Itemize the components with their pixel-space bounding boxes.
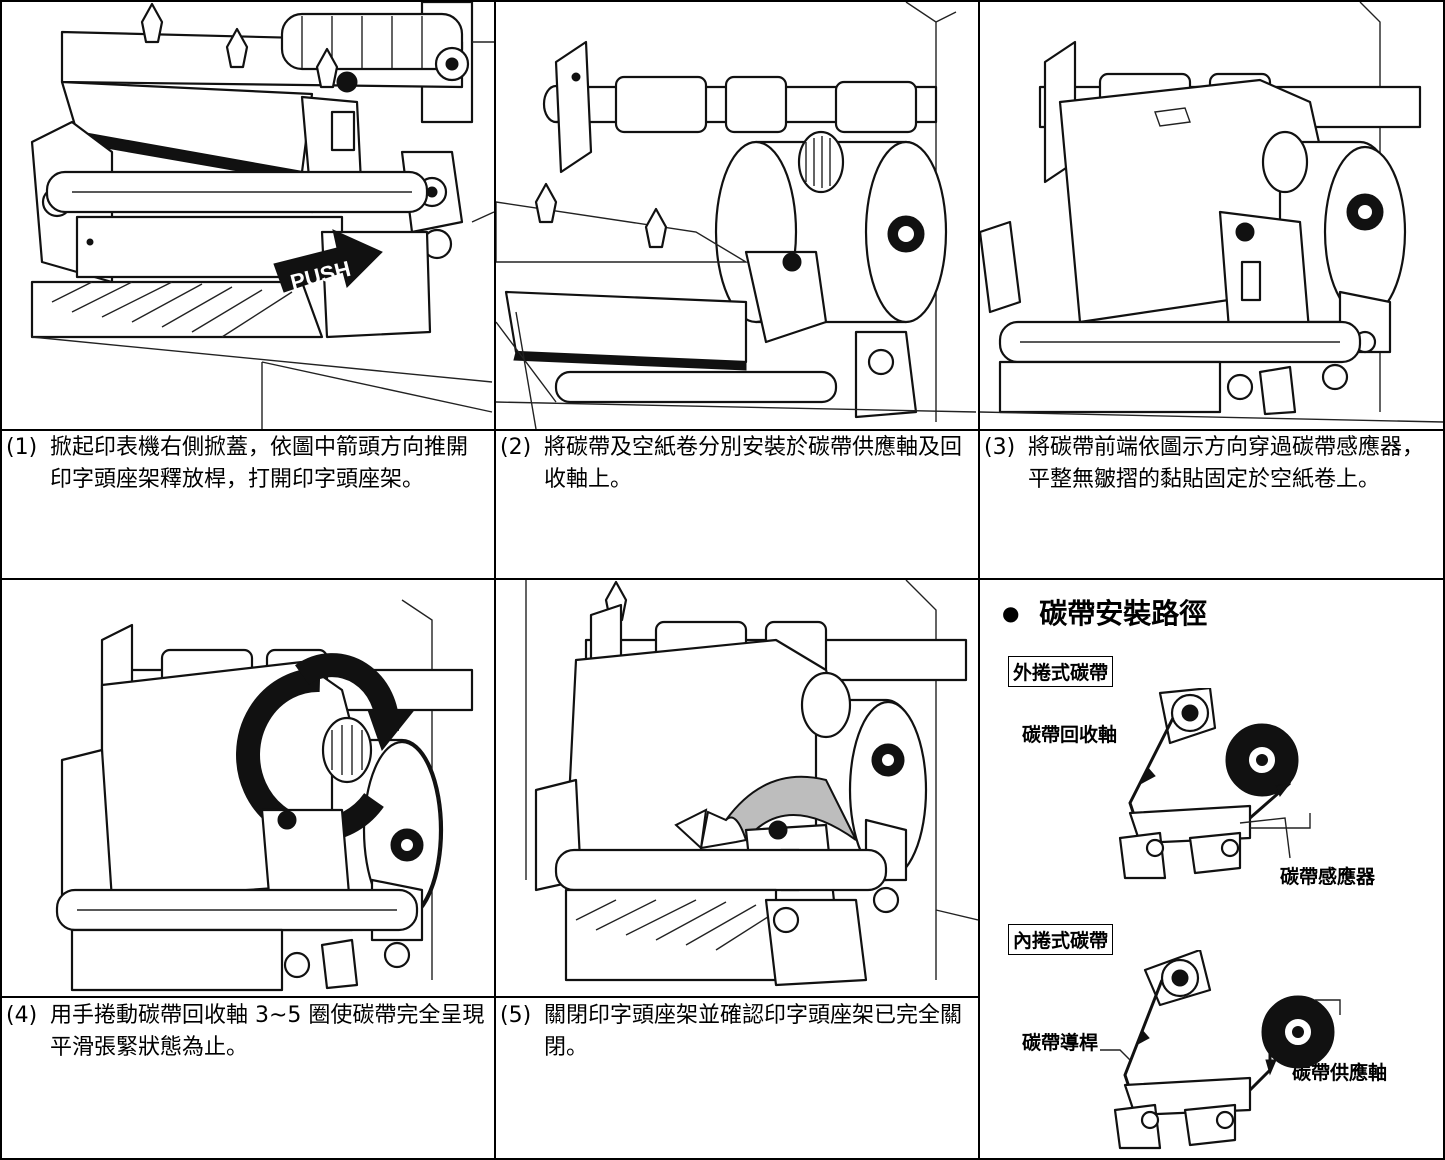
grid-line-bottom bbox=[0, 1158, 1445, 1160]
inner-wound-diagram bbox=[1100, 950, 1341, 1150]
step1-text: 掀起印表機右側掀蓋，依圖中箭頭方向推開印字頭座架釋放桿，打開印字頭座架。 bbox=[50, 435, 469, 492]
step4-text: 用手捲動碳帶回收軸 3~5 圈使碳帶完全呈現平滑張緊狀態為止。 bbox=[50, 1003, 485, 1060]
grid-line-middle bbox=[0, 578, 1445, 580]
guide-bar-label: 碳帶導桿 bbox=[1022, 1032, 1099, 1054]
step4-illustration bbox=[2, 580, 494, 996]
rewind-spindle-label: 碳帶回收軸 bbox=[1022, 724, 1118, 746]
grid-line-row2-image bbox=[0, 996, 978, 998]
grid-line-top bbox=[0, 0, 1445, 2]
step2-text: 將碳帶及空紙卷分別安裝於碳帶供應軸及回收軸上。 bbox=[544, 435, 963, 492]
grid-line-right bbox=[1443, 0, 1445, 1160]
grid-line-row1-image bbox=[0, 429, 1445, 431]
step2-number: (2) bbox=[500, 435, 532, 460]
inner-wound-label: 內捲式碳帶 bbox=[1008, 924, 1114, 955]
grid-line-col1 bbox=[494, 0, 496, 1160]
step5-illustration bbox=[496, 580, 978, 996]
supply-spindle-label: 碳帶供應軸 bbox=[1292, 1062, 1388, 1084]
step1-illustration: PUSH bbox=[2, 2, 494, 429]
step5-number: (5) bbox=[500, 1003, 532, 1028]
grid-line-left bbox=[0, 0, 2, 1160]
step4-number: (4) bbox=[6, 1003, 38, 1028]
step1-number: (1) bbox=[6, 435, 38, 460]
step3-text: 將碳帶前端依圖示方向穿過碳帶感應器，平整無皺摺的黏貼固定於空紙卷上。 bbox=[1028, 435, 1425, 492]
legend-bullet: ● bbox=[1002, 601, 1020, 625]
step5-text: 關閉印字頭座架並確認印字頭座架已完全關閉。 bbox=[544, 1003, 963, 1060]
step2-illustration bbox=[496, 2, 978, 429]
step3-illustration bbox=[980, 2, 1443, 429]
outer-wound-diagram bbox=[1118, 688, 1311, 880]
ribbon-sensor-label: 碳帶感應器 bbox=[1280, 866, 1376, 888]
legend-title-text: 碳帶安裝路徑 bbox=[1039, 597, 1208, 630]
ribbon-path-legend: ● 碳帶安裝路徑 外捲式碳帶 碳帶回收軸 碳帶感應器 內捲式碳帶 碳帶導桿 碳帶… bbox=[980, 580, 1443, 1158]
grid-line-col2 bbox=[978, 0, 980, 1160]
legend-title: ● 碳帶安裝路徑 bbox=[1002, 592, 1207, 632]
outer-wound-label: 外捲式碳帶 bbox=[1008, 656, 1114, 687]
step3-number: (3) bbox=[984, 435, 1016, 460]
